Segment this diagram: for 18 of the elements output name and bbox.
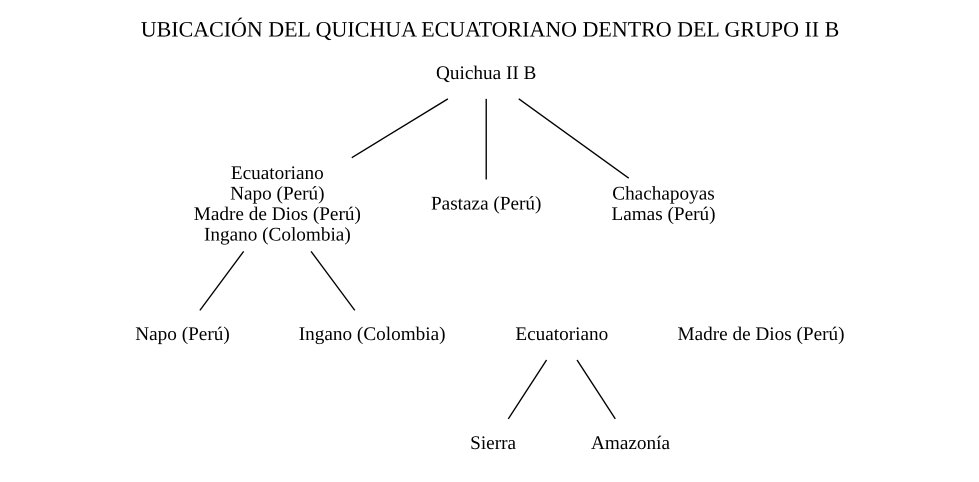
connector — [518, 98, 629, 179]
connector — [485, 98, 486, 180]
connector — [350, 98, 448, 158]
node-text: Napo (Perú) — [134, 324, 230, 346]
connector — [310, 250, 355, 311]
node-text: Ecuatoriano Napo (Perú) Madre de Dios (Perú) Ingano (Colombia) — [193, 162, 360, 246]
connector — [198, 250, 244, 311]
node-text: Chachapoyas Lamas (Perú) — [610, 183, 716, 225]
connector — [576, 360, 616, 420]
node-text: Ecuatoriano — [514, 324, 608, 346]
node-text: Quichua II B — [436, 63, 536, 84]
diagram-title: UBICACIÓN DEL QUICHUA ECUATORIANO DENTRO DEL GRUPO II B — [140, 16, 839, 42]
node-text: Pastaza (Perú) — [430, 194, 541, 215]
node-text: Madre de Dios (Perú) — [677, 324, 844, 346]
node-text: Ingano (Colombia) — [298, 324, 446, 346]
node-text: Amazonía — [590, 432, 670, 454]
node-text: Sierra — [470, 432, 516, 454]
connector — [507, 360, 547, 420]
